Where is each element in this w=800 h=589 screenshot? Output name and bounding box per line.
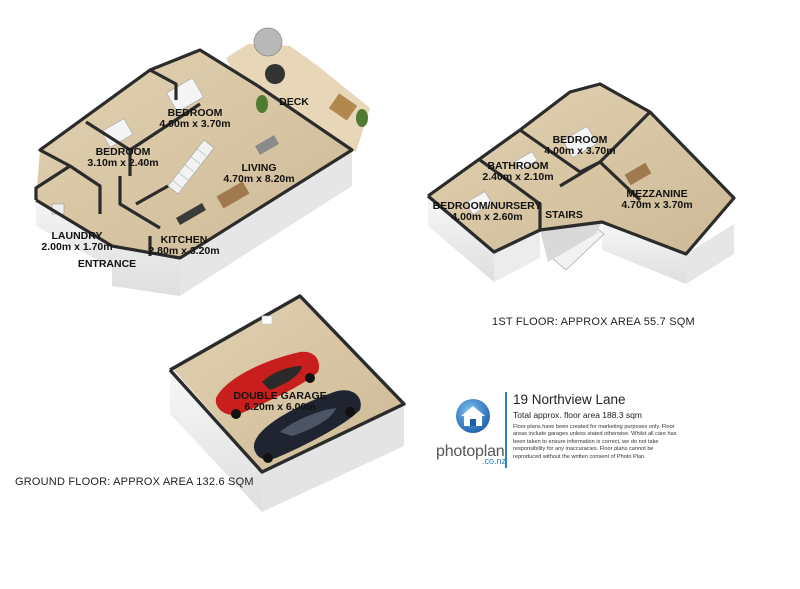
room-dimensions: 4.00m x 3.70m (544, 145, 616, 157)
room-name: KITCHEN (160, 234, 208, 246)
room-name: DECK (279, 96, 309, 108)
room-label-mezzanine: MEZZANINE 4.70m x 3.70m (621, 189, 692, 211)
exterior-wall-face (686, 224, 734, 284)
red-car (215, 351, 320, 419)
exterior-wall-face (428, 196, 494, 282)
room-dimensions: 2.40m x 2.10m (482, 171, 554, 183)
exterior-wall-face (494, 230, 540, 282)
room-label-garage: DOUBLE GARAGE 6.20m x 6.00m (233, 391, 326, 413)
exterior-wall-face (262, 406, 404, 512)
room-label-living: LIVING 4.70m x 8.20m (223, 163, 294, 185)
property-title: 19 Northview Lane (513, 392, 626, 407)
exterior-wall-face (602, 222, 686, 284)
room-name: BEDROOM (95, 146, 151, 158)
exterior-wall-face (36, 188, 180, 296)
cot (465, 191, 493, 215)
first-floor-surface (428, 84, 734, 254)
outdoor-table (265, 64, 285, 84)
room-label-bathroom: BATHROOM 2.40m x 2.10m (482, 161, 553, 183)
brand-name: photoplan (436, 443, 505, 460)
room-label-entrance: ENTRANCE (78, 259, 136, 270)
exterior-wall-face (180, 150, 352, 296)
room-name: STAIRS (545, 209, 583, 221)
garage-plan (168, 294, 406, 512)
room-label-stairs: STAIRS (545, 210, 583, 221)
exterior-wall-face (170, 370, 262, 512)
info-divider (505, 392, 507, 468)
room-label-bedroom-master: BEDROOM 4.00m x 3.70m (159, 108, 230, 130)
deck-lounger (328, 93, 358, 121)
sofa (254, 135, 280, 155)
ground-floor-caption: GROUND FLOOR: APPROX AREA 132.6 SQM (15, 476, 254, 488)
disclaimer-text: Floor plans have been created for market… (513, 424, 677, 460)
room-dimensions: 3.10m x 2.40m (87, 157, 159, 169)
bath (514, 151, 538, 171)
bed (100, 118, 134, 148)
room-name: ENTRANCE (77, 258, 137, 270)
room-label-deck: DECK (279, 97, 309, 108)
room-dimensions: 4.70m x 8.20m (223, 173, 295, 185)
bed (166, 77, 204, 113)
house-logo-icon (456, 399, 490, 433)
room-label-bedroom-first: BEDROOM 4.00m x 3.70m (544, 135, 615, 157)
bed (562, 125, 598, 159)
first-floor-plan (426, 82, 736, 284)
room-dimensions: 6.20m x 6.00m (244, 401, 316, 413)
room-name: BEDROOM (552, 134, 608, 146)
first-floor-walls (426, 82, 736, 256)
garage-walls (168, 294, 406, 474)
dining-table (216, 181, 250, 209)
room-name: LAUNDRY (51, 230, 103, 242)
plant (356, 109, 368, 127)
desk (624, 162, 652, 186)
brand-domain: .co.nz (482, 456, 507, 466)
garage-window (261, 315, 273, 325)
room-dimensions: 4.70m x 3.70m (621, 199, 693, 211)
ground-floor-plan (34, 27, 370, 296)
room-dimensions: 2.80m x 3.20m (148, 245, 220, 257)
room-name: MEZZANINE (626, 188, 688, 200)
room-name: BATHROOM (487, 160, 549, 172)
deck-area (226, 44, 370, 152)
ground-walls (34, 48, 354, 260)
room-label-laundry: LAUNDRY 2.00m x 1.70m (41, 231, 112, 253)
kitchen-bench (176, 203, 206, 225)
room-label-bedroom: BEDROOM 3.10m x 2.40m (87, 147, 158, 169)
room-label-kitchen: KITCHEN 2.80m x 3.20m (148, 235, 219, 257)
room-dimensions: 4.00m x 2.60m (451, 211, 523, 223)
room-name: BEDROOM/NURSERY (432, 200, 542, 212)
first-floor-caption: 1ST FLOOR: APPROX AREA 55.7 SQM (492, 316, 695, 328)
dark-car (253, 390, 361, 463)
room-name: DOUBLE GARAGE (233, 390, 327, 402)
room-label-bedroom-nursery: BEDROOM/NURSERY 4.00m x 2.60m (433, 201, 542, 223)
room-dimensions: 2.00m x 1.70m (41, 241, 113, 253)
room-dimensions: 4.00m x 3.70m (159, 118, 231, 130)
umbrella (253, 27, 283, 57)
stair-void (540, 222, 602, 262)
plant (256, 95, 268, 113)
total-area: Total approx. floor area 188.3 sqm (513, 410, 642, 420)
room-name: BEDROOM (167, 107, 223, 119)
room-name: LIVING (241, 162, 277, 174)
